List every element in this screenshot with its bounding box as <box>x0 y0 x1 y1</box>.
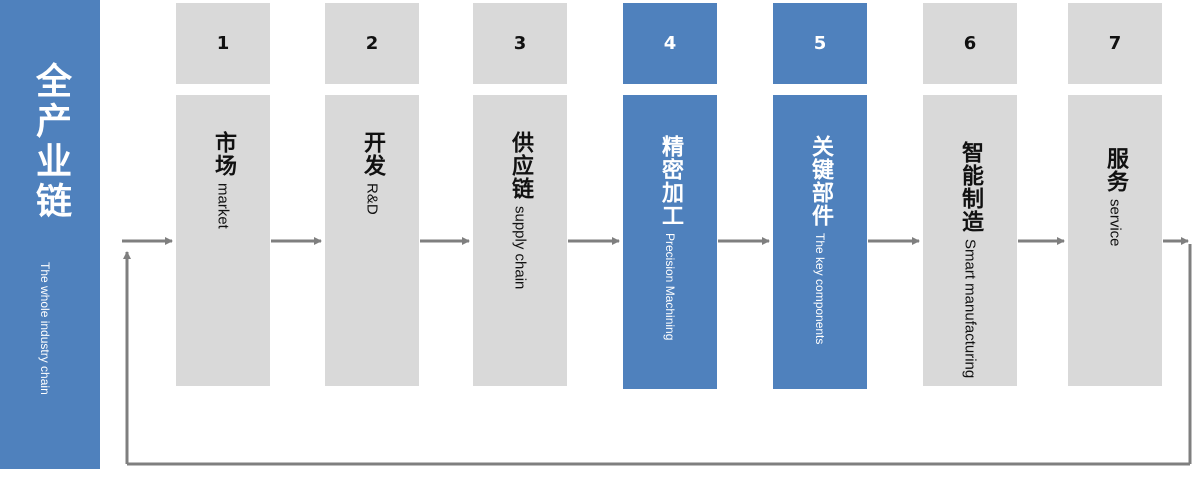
step-card: 开发 R&D <box>325 95 419 386</box>
step-label-zh: 智能制造 <box>958 141 983 233</box>
step-label-en: The key components <box>813 233 827 345</box>
industry-chain-subtitle: The whole industry chain <box>38 262 52 395</box>
industry-chain-title: 全产业链 <box>30 62 71 222</box>
step-label-en: R&D <box>363 183 381 215</box>
step-number: 5 <box>773 3 867 84</box>
step-label-en: supply chain <box>511 206 529 290</box>
step-card: 智能制造 Smart manufacturing <box>923 95 1017 386</box>
step-number: 6 <box>923 3 1017 84</box>
step-card: 精密加工 Precision Machining <box>623 95 717 389</box>
step-card: 关键部件 The key components <box>773 95 867 389</box>
step-label-zh: 精密加工 <box>658 135 683 227</box>
step-label-en: market <box>214 183 232 229</box>
step-label-zh: 关键部件 <box>808 135 833 227</box>
step-number: 3 <box>473 3 567 84</box>
step-market: 1 市场 market <box>176 0 270 386</box>
step-number: 2 <box>325 3 419 84</box>
step-label-zh: 供应链 <box>508 131 533 200</box>
step-label-en: service <box>1106 199 1124 247</box>
step-number: 1 <box>176 3 270 84</box>
step-card: 供应链 supply chain <box>473 95 567 386</box>
step-label-en: Smart manufacturing <box>961 239 979 379</box>
step-number: 7 <box>1068 3 1162 84</box>
step-label-en: Precision Machining <box>663 233 677 341</box>
step-number: 4 <box>623 3 717 84</box>
step-card: 服务 service <box>1068 95 1162 386</box>
step-label-zh: 服务 <box>1103 147 1128 193</box>
step-label-zh: 开发 <box>360 131 385 177</box>
step-card: 市场 market <box>176 95 270 386</box>
industry-chain-banner: 全产业链 The whole industry chain <box>0 0 100 469</box>
step-label-zh: 市场 <box>211 131 236 177</box>
